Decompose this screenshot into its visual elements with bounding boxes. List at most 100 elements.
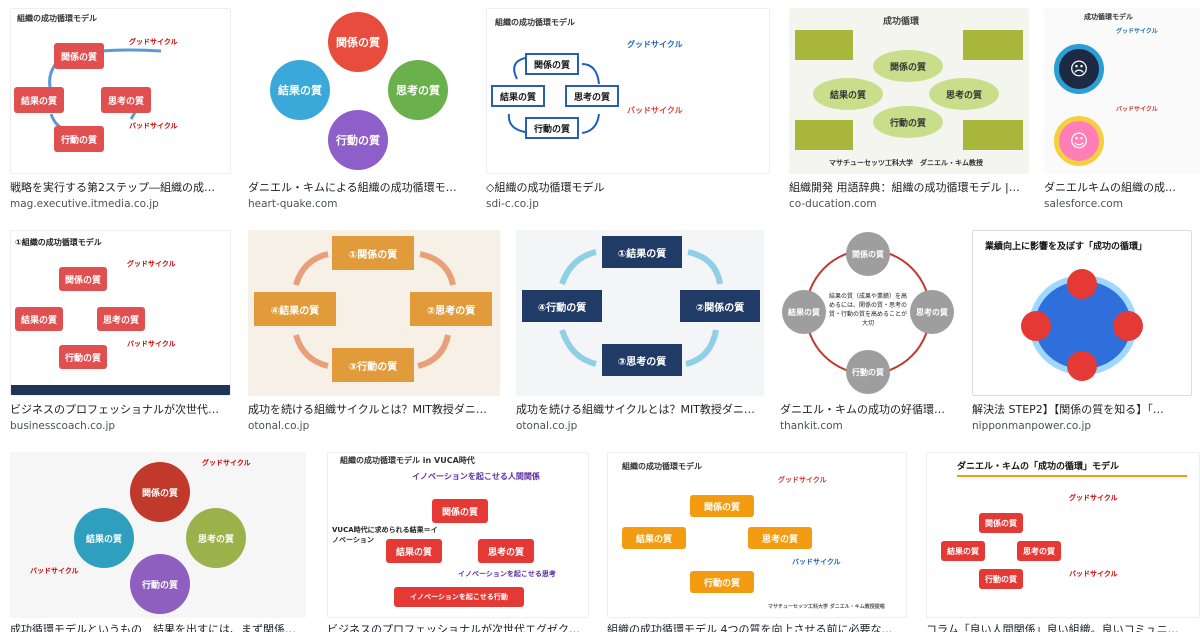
- node-action: ④行動の質: [522, 290, 602, 322]
- thumb-title: 業績向上に影響を及ぼす「成功の循環」: [985, 242, 1148, 252]
- thumb-title: 組織の成功循環モデル in VUCA時代: [340, 456, 475, 465]
- good-face-icon: ☺: [1054, 116, 1104, 166]
- node-relation: 関係の質: [130, 462, 190, 522]
- thumb-footer-bar: [11, 385, 230, 395]
- title-underline: [957, 475, 1187, 477]
- result-thumbnail[interactable]: 組織の成功循環モデル 関係の質 思考の質 行動の質 結果の質 グッドサイクル バ…: [486, 8, 770, 174]
- good-cycle-label: グッドサイクル: [778, 476, 827, 484]
- result-caption[interactable]: 戦略を実行する第2ステップ―組織の成…: [10, 181, 215, 194]
- result-card-4[interactable]: 成功循環 関係の質 思考の質 行動の質 結果の質 マサチューセッツ工科大学 ダニ…: [789, 8, 1029, 213]
- result-caption[interactable]: 成功を続ける組織サイクルとは？MIT教授ダニ…: [516, 403, 755, 416]
- result-caption[interactable]: ダニエル・キムによる組織の成功循環モ…: [248, 181, 457, 194]
- node-left: [1021, 311, 1051, 341]
- node-top: [1067, 269, 1097, 299]
- result-card-5[interactable]: 成功循環モデル グッドサイクル ☹ バッドサイクル ☺ ダニエルキムの組織の成……: [1044, 8, 1200, 213]
- note-bl: [795, 120, 853, 150]
- node-action: ③行動の質: [332, 348, 414, 382]
- bad-face-icon: ☹: [1054, 44, 1104, 94]
- node-result: 結果の質: [941, 541, 985, 561]
- result-card-2[interactable]: 関係の質 思考の質 行動の質 結果の質 ダニエル・キムによる組織の成功循環モ… …: [248, 8, 470, 213]
- result-caption[interactable]: 成功循環モデルというもの 結果を出すには、まず関係…: [10, 623, 296, 632]
- result-thumbnail[interactable]: 成功循環 関係の質 思考の質 行動の質 結果の質 マサチューセッツ工科大学 ダニ…: [789, 8, 1029, 174]
- result-caption[interactable]: 成功を続ける組織サイクルとは？MIT教授ダニ…: [248, 403, 487, 416]
- thumb-title: ダニエル・キムの「成功の循環」モデル: [957, 462, 1120, 472]
- result-caption[interactable]: ダニエル・キムの成功の好循環…: [780, 403, 945, 416]
- thumb-title: 組織の成功循環モデル: [622, 462, 702, 471]
- result-card-7[interactable]: ①関係の質 ②思考の質 ③行動の質 ④結果の質 成功を続ける組織サイクルとは？M…: [248, 230, 500, 435]
- node-thought: 思考の質: [748, 527, 812, 549]
- result-thumbnail[interactable]: 成功循環モデル グッドサイクル ☹ バッドサイクル ☺: [1044, 8, 1200, 174]
- good-cycle-label: グッドサイクル: [627, 40, 683, 49]
- result-source: mag.executive.itmedia.co.jp: [10, 198, 159, 210]
- top-label: イノベーションを起こせる人間関係: [412, 472, 540, 481]
- good-cycle-label: グッドサイクル: [1069, 494, 1118, 502]
- result-thumbnail[interactable]: 業績向上に影響を及ぼす「成功の循環」: [972, 230, 1192, 396]
- result-thumbnail[interactable]: ①関係の質 ②思考の質 ③行動の質 ④結果の質: [248, 230, 500, 396]
- result-thumbnail[interactable]: 関係の質 思考の質 行動の質 結果の質: [248, 8, 470, 174]
- node-thought: 思考の質: [101, 87, 151, 113]
- good-cycle-label: グッドサイクル: [1116, 28, 1158, 35]
- result-thumbnail[interactable]: 関係の質 思考の質 行動の質 結果の質 結果の質（成果や業績）を高めるには、関係…: [780, 230, 956, 396]
- node-relation: 関係の質: [979, 513, 1023, 533]
- result-card-10[interactable]: 業績向上に影響を及ぼす「成功の循環」 解決法 STEP2】【関係の質を知る】「……: [972, 230, 1192, 435]
- result-card-6[interactable]: ①組織の成功循環モデル 関係の質 思考の質 行動の質 結果の質 グッドサイクル …: [10, 230, 231, 435]
- node-result: 結果の質: [622, 527, 686, 549]
- note-tl: [795, 30, 853, 60]
- result-card-13[interactable]: 組織の成功循環モデル 関係の質 思考の質 行動の質 結果の質 グッドサイクル バ…: [607, 452, 907, 632]
- result-caption[interactable]: ビジネスのプロフェッショナルが次世代エグゼク…: [327, 623, 580, 632]
- bad-cycle-label: バッドサイクル: [1069, 570, 1118, 578]
- result-thumbnail[interactable]: 組織の成功循環モデル 関係の質 思考の質 行動の質 結果の質 グッドサイクル バ…: [10, 8, 231, 174]
- result-card-12[interactable]: 組織の成功循環モデル in VUCA時代 イノベーションを起こせる人間関係 関係…: [327, 452, 589, 632]
- node-result: 結果の質: [74, 508, 134, 568]
- result-source: co-ducation.com: [789, 198, 877, 210]
- thumb-title: 組織の成功循環モデル: [495, 18, 575, 27]
- node-relation: 関係の質: [432, 499, 488, 523]
- bad-cycle-label: バッドサイクル: [627, 106, 683, 115]
- node-relation: ②関係の質: [680, 290, 760, 322]
- result-caption[interactable]: ビジネスのプロフェッショナルが次世代…: [10, 403, 219, 416]
- node-result: 結果の質: [782, 290, 826, 334]
- node-result: 結果の質: [813, 78, 883, 110]
- result-thumbnail[interactable]: 関係の質 思考の質 行動の質 結果の質 グッドサイクル バッドサイクル: [10, 452, 306, 618]
- result-thumbnail[interactable]: ①組織の成功循環モデル 関係の質 思考の質 行動の質 結果の質 グッドサイクル …: [10, 230, 231, 396]
- result-card-9[interactable]: 関係の質 思考の質 行動の質 結果の質 結果の質（成果や業績）を高めるには、関係…: [780, 230, 956, 435]
- node-thought: 思考の質: [97, 307, 145, 331]
- result-thumbnail[interactable]: ①結果の質 ②関係の質 ③思考の質 ④行動の質: [516, 230, 764, 396]
- node-action: 行動の質: [54, 126, 104, 152]
- result-source: otonal.co.jp: [248, 420, 310, 432]
- cycle-arrows: [48, 48, 162, 133]
- result-card-11[interactable]: 関係の質 思考の質 行動の質 結果の質 グッドサイクル バッドサイクル 成功循環…: [10, 452, 306, 632]
- node-result: 結果の質: [491, 85, 545, 107]
- result-card-1[interactable]: 組織の成功循環モデル 関係の質 思考の質 行動の質 結果の質 グッドサイクル バ…: [10, 8, 231, 213]
- note-br: [963, 120, 1023, 150]
- node-relation: 関係の質: [690, 495, 754, 517]
- result-caption[interactable]: ◇組織の成功循環モデル: [486, 181, 605, 194]
- result-caption[interactable]: コラム「良い人間関係」良い組織。良いコミュニ…: [926, 623, 1179, 632]
- result-caption[interactable]: 組織の成功循環モデル 4つの質を向上させる前に必要な…: [607, 623, 893, 632]
- node-result: 結果の質: [386, 539, 442, 563]
- node-action: 行動の質: [979, 569, 1023, 589]
- node-thought: 思考の質: [929, 78, 999, 110]
- result-thumbnail[interactable]: 組織の成功循環モデル 関係の質 思考の質 行動の質 結果の質 グッドサイクル バ…: [607, 452, 907, 618]
- result-caption[interactable]: 解決法 STEP2】【関係の質を知る】「…: [972, 403, 1164, 416]
- node-relation: 関係の質: [328, 12, 388, 72]
- bad-cycle-label: バッドサイクル: [30, 567, 79, 575]
- node-relation: 関係の質: [59, 267, 107, 291]
- result-caption[interactable]: ダニエルキムの組織の成…: [1044, 181, 1176, 194]
- result-thumbnail[interactable]: 組織の成功循環モデル in VUCA時代 イノベーションを起こせる人間関係 関係…: [327, 452, 589, 618]
- result-caption[interactable]: 組織開発 用語辞典：組織の成功循環モデル |…: [789, 181, 1020, 194]
- node-thought: ②思考の質: [410, 292, 492, 326]
- result-card-8[interactable]: ①結果の質 ②関係の質 ③思考の質 ④行動の質 成功を続ける組織サイクルとは？M…: [516, 230, 764, 435]
- node-result: 結果の質: [15, 307, 63, 331]
- bad-cycle-label: バッドサイクル: [129, 122, 178, 130]
- node-action: 行動の質: [690, 571, 754, 593]
- result-thumbnail[interactable]: ダニエル・キムの「成功の循環」モデル 関係の質 思考の質 行動の質 結果の質 グ…: [926, 452, 1200, 618]
- result-card-3[interactable]: 組織の成功循環モデル 関係の質 思考の質 行動の質 結果の質 グッドサイクル バ…: [486, 8, 770, 213]
- node-bottom: [1067, 351, 1097, 381]
- node-relation: ①関係の質: [332, 236, 414, 270]
- node-right: [1113, 311, 1143, 341]
- node-action: 行動の質: [846, 350, 890, 394]
- node-action: 行動の質: [59, 345, 107, 369]
- result-card-14[interactable]: ダニエル・キムの「成功の循環」モデル 関係の質 思考の質 行動の質 結果の質 グ…: [926, 452, 1200, 632]
- cycle-arrows: [293, 251, 456, 369]
